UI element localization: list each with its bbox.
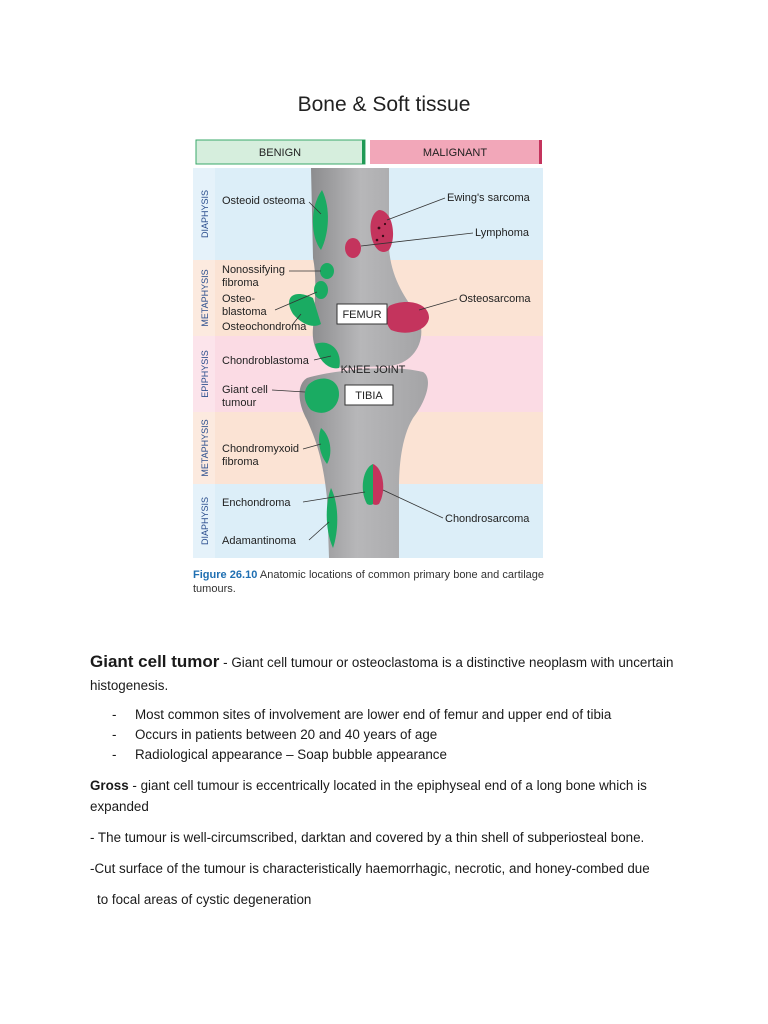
zone-label-diaphysis-upper: DIAPHYSIS (200, 190, 210, 238)
leader-lymphoma (360, 232, 474, 247)
zone-label-metaphysis-lower: METAPHYSIS (200, 419, 210, 476)
tibia-label: TIBIA (355, 390, 383, 402)
lesion-chondromyxoid-fibroma (319, 428, 331, 464)
lesion-chondroblastoma (315, 342, 340, 369)
label-adamantinoma: Adamantinoma (222, 535, 297, 547)
list-item: -Most common sites of involvement are lo… (112, 707, 612, 722)
leader-osteosarcoma (418, 298, 458, 311)
bone-tumour-figure: BENIGN MALIGNANT DIAPHYSIS METAPHYSIS EP… (193, 138, 543, 558)
figure-caption-text: Anatomic locations of common primary bon… (193, 569, 544, 595)
tibia-label-box (344, 384, 394, 406)
list-item: -Occurs in patients between 20 and 40 ye… (112, 727, 438, 742)
paragraph-4: to focal areas of cystic degeneration (97, 892, 312, 907)
gross-text: - giant cell tumour is eccentrically loc… (90, 778, 647, 814)
label-chondromyxoid-2: fibroma (222, 456, 260, 468)
lesion-osteosarcoma (386, 302, 429, 333)
body-section: Giant cell tumor - Giant cell tumour or … (90, 650, 690, 910)
intro-text: - Giant cell tumour or osteoclastoma is … (90, 655, 674, 693)
femur-label: FEMUR (342, 309, 381, 321)
label-osteoblastoma-1: Osteo- (222, 293, 255, 305)
paragraph-3: -Cut surface of the tumour is characteri… (90, 861, 650, 876)
leader-giant-cell (271, 389, 306, 393)
label-chondrosarcoma: Chondrosarcoma (445, 513, 530, 525)
label-enchondroma: Enchondroma (222, 497, 291, 509)
label-chondromyxoid-1: Chondromyxoid (222, 443, 299, 455)
paragraph-2: - The tumour is well-circumscribed, dark… (90, 830, 645, 845)
lesion-lymphoma (345, 238, 361, 258)
bone-diagram: BENIGN MALIGNANT DIAPHYSIS METAPHYSIS EP… (193, 139, 543, 558)
lesion-osteoid-osteoma (312, 190, 328, 250)
lesion-adamantinoma (326, 488, 338, 548)
label-giant-cell-2: tumour (222, 397, 257, 409)
leader-chondrosarcoma (382, 489, 444, 519)
leader-adamantinoma (308, 521, 330, 541)
list-item: -Radiological appearance – Soap bubble a… (112, 747, 447, 762)
page-title: Bone & Soft tissue (297, 93, 471, 116)
label-nonossifying-1: Nonossifying (222, 264, 285, 276)
bullet-text: Occurs in patients between 20 and 40 yea… (135, 727, 438, 742)
figure-number: Figure 26.10 (193, 569, 258, 581)
label-nonossifying-2: fibroma (222, 277, 260, 289)
lesion-enchondroma (362, 464, 373, 505)
label-osteosarcoma: Osteosarcoma (459, 293, 531, 305)
zone-label-diaphysis-lower: DIAPHYSIS (200, 497, 210, 545)
femur-label-box (336, 303, 388, 325)
malignant-header-label: MALIGNANT (423, 147, 487, 159)
leader-chondromyxoid (302, 443, 322, 450)
bullet-list: -Most common sites of involvement are lo… (90, 705, 690, 765)
malignant-header-bar (370, 140, 542, 164)
label-chondroblastoma: Chondroblastoma (222, 355, 310, 367)
leader-enchondroma (302, 491, 366, 503)
bullet-text: Radiological appearance – Soap bubble ap… (135, 747, 447, 762)
lesion-nonossifying-fibroma (320, 263, 334, 279)
label-giant-cell-1: Giant cell (222, 384, 268, 396)
figure-caption: Figure 26.10 Anatomic locations of commo… (193, 568, 544, 596)
zone-label-epiphysis: EPIPHYSIS (200, 350, 210, 398)
gross-paragraph: Gross - giant cell tumour is eccentrical… (90, 775, 690, 817)
lesion-osteochondroma (289, 293, 321, 326)
lesion-osteoblastoma (314, 281, 328, 299)
lesion-giant-cell-tumour (304, 378, 339, 413)
lesion-ewings-sarcoma (370, 210, 394, 253)
label-ewings-sarcoma: Ewing's sarcoma (447, 192, 531, 204)
label-osteoid-osteoma: Osteoid osteoma (222, 195, 306, 207)
leader-osteoid-osteoma (308, 201, 322, 215)
zone-label-metaphysis-upper: METAPHYSIS (200, 269, 210, 326)
leader-osteochondroma (292, 313, 302, 325)
section-heading: Giant cell tumor (90, 652, 220, 671)
leader-osteoblastoma (274, 291, 318, 311)
benign-header-bar (195, 139, 366, 165)
label-osteochondroma: Osteochondroma (222, 321, 307, 333)
leader-ewings (386, 197, 446, 221)
bullet-text: Most common sites of involvement are low… (135, 707, 612, 722)
leader-chondroblastoma (313, 355, 332, 361)
label-lymphoma: Lymphoma (475, 227, 530, 239)
knee-joint-label: KNEE JOINT (341, 364, 406, 376)
intro-paragraph: Giant cell tumor - Giant cell tumour or … (90, 650, 690, 697)
benign-header-label: BENIGN (259, 147, 301, 159)
gross-label: Gross (90, 778, 129, 793)
lesion-chondrosarcoma-malignant (373, 464, 384, 505)
label-osteoblastoma-2: blastoma (222, 306, 268, 318)
